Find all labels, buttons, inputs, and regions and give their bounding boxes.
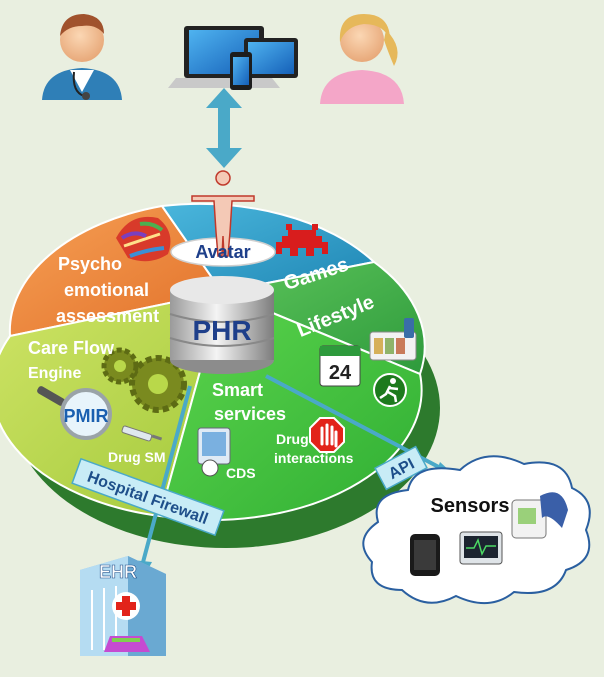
calendar-day: 24 [329,362,352,384]
careflow-label-line2: Engine [28,365,81,382]
smart-label-line1: Smart [212,380,263,400]
stop-hand-icon [309,417,345,453]
blood-pressure-icon [511,492,568,539]
emotion-chart-icon [116,216,171,262]
magnifier-icon [37,386,112,440]
hospital-building-icon [80,556,166,656]
avatar-figure-icon [191,170,255,257]
api-box [374,445,428,491]
smart-label-line2: services [214,404,286,424]
careflow-label-line1: Care Flow [28,338,115,358]
cds-label: CDS [226,465,256,481]
sensors-label: Sensors [431,495,510,517]
gears-icon [101,347,187,413]
phr-database-icon [169,276,275,374]
calendar-icon [319,345,361,387]
space-invader-icon [276,224,328,256]
hospital-firewall-box [71,457,225,537]
psycho-label-line3: assessment [56,306,159,326]
patient-icon [320,14,404,104]
monitor-sensor-icon [459,531,503,565]
drug-interactions-line1: Drug [276,431,309,447]
pill-organizer-icon [369,318,417,361]
syringe-icon [121,425,163,442]
segment-careflow [0,290,224,518]
drug-sm-label: Drug SM [108,449,166,465]
running-icon [373,373,407,407]
drug-interactions-line2: interactions [274,450,354,466]
psycho-label-line1: Psycho [58,254,122,274]
pmir-label: PMIR [64,406,109,426]
phone-sensor-icon [410,534,440,576]
doctor-icon [42,14,122,100]
ehr-label: EHR [99,562,137,582]
sync-arrow [206,88,242,168]
phr-label: PHR [192,315,251,346]
cds-devices-icon [197,427,231,477]
avatar-label: Avatar [195,242,250,262]
psycho-label-line2: emotional [64,280,149,300]
devices-icon [168,26,298,90]
